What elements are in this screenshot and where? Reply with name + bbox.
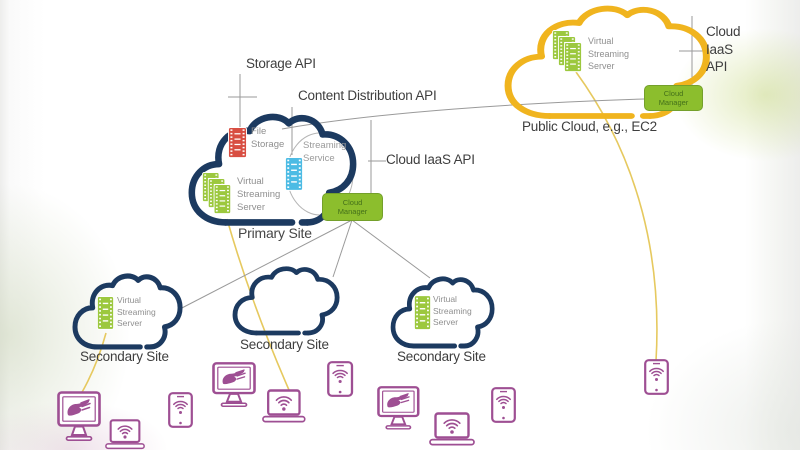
secondary-site-label-1: Secondary Site bbox=[80, 349, 169, 364]
laptop-icon bbox=[428, 412, 476, 446]
virtual-streaming-server-label-secondary1: Virtual Streaming Server bbox=[117, 295, 156, 328]
smartphone-icon bbox=[491, 387, 516, 423]
cloud-manager-box-public: Cloud Manager bbox=[644, 85, 703, 111]
content-distribution-api-label: Content Distribution API bbox=[298, 88, 437, 103]
primary-to-public-link bbox=[281, 98, 645, 130]
desktop-icon bbox=[212, 362, 256, 408]
manager-to-secondary2-link bbox=[332, 219, 353, 278]
smartphone-icon bbox=[644, 359, 669, 395]
desktop-icon bbox=[377, 386, 420, 431]
manager-to-secondary3-link bbox=[351, 219, 431, 279]
streaming-service-icon bbox=[284, 156, 304, 192]
cloud-iaas-api-label-primary: Cloud IaaS API bbox=[386, 152, 475, 167]
laptop-icon bbox=[104, 419, 146, 450]
stream-primary-to-laptop bbox=[226, 218, 290, 391]
file-storage-label: File Storage bbox=[251, 126, 285, 150]
virtual-streaming-server-icon-public bbox=[552, 30, 581, 71]
cloud-iaas-api-label-public: Cloud IaaS API bbox=[706, 24, 741, 74]
streaming-service-label: Streaming Service bbox=[303, 140, 347, 164]
smartphone-icon bbox=[168, 392, 193, 428]
desktop-icon bbox=[57, 391, 101, 442]
storage-api-label: Storage API bbox=[246, 56, 316, 71]
cloud-manager-box-primary: Cloud Manager bbox=[322, 193, 383, 221]
secondary-site-label-2: Secondary Site bbox=[240, 337, 329, 352]
virtual-streaming-server-label-secondary3: Virtual Streaming Server bbox=[433, 294, 472, 327]
virtual-streaming-server-icon-secondary3 bbox=[413, 294, 432, 331]
virtual-streaming-server-label-primary: Virtual Streaming Server bbox=[237, 176, 281, 213]
secondary-site-label-3: Secondary Site bbox=[397, 349, 486, 364]
smartphone-icon bbox=[327, 361, 354, 397]
content-stream-lines bbox=[80, 71, 658, 395]
client-devices bbox=[57, 359, 669, 450]
virtual-streaming-server-icon-primary bbox=[202, 172, 230, 213]
primary-site-label: Primary Site bbox=[238, 225, 312, 241]
laptop-icon bbox=[261, 389, 306, 423]
virtual-streaming-server-icon-secondary1 bbox=[96, 295, 115, 331]
virtual-streaming-server-label-public: Virtual Streaming Server bbox=[588, 36, 630, 71]
file-storage-icon bbox=[227, 126, 248, 159]
secondary-site-cloud-2 bbox=[235, 269, 337, 333]
stream-secondary1-to-desktop bbox=[80, 332, 107, 395]
manager-to-secondary1-link bbox=[177, 219, 353, 311]
public-cloud-label: Public Cloud, e.g., EC2 bbox=[522, 119, 657, 134]
api-connector-lines bbox=[177, 16, 705, 311]
stream-public-to-phone bbox=[575, 71, 658, 362]
